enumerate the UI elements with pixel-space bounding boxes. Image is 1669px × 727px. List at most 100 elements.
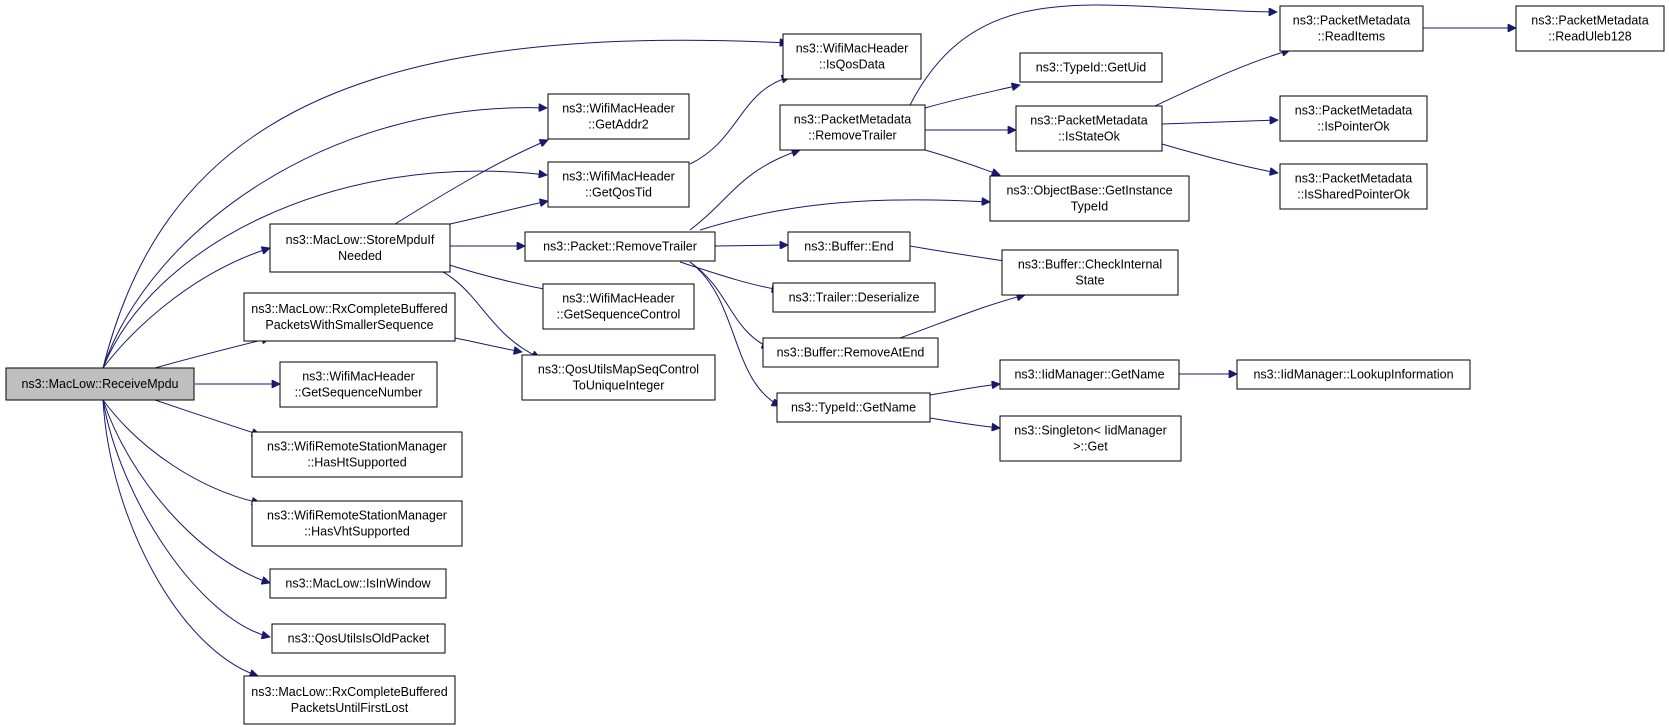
node-box xyxy=(989,175,1190,222)
node-box xyxy=(521,354,716,401)
node-typeid-get-uid[interactable]: ns3::TypeId::GetUid xyxy=(1019,52,1163,83)
node-box xyxy=(999,415,1182,462)
edge-receive-mpdu-to-has-ht xyxy=(154,399,260,435)
edge-metadata-remove-trailer-to-get-uid xyxy=(924,85,1020,109)
node-label: ns3::QosUtilsMapSeqControl xyxy=(538,363,699,377)
node-box xyxy=(1236,359,1471,390)
node-qos-utils-is-old-packet[interactable]: ns3::QosUtilsIsOldPacket xyxy=(271,623,446,654)
node-box xyxy=(1279,95,1428,142)
node-rx-complete-buffered-until-lost[interactable]: ns3::MacLow::RxCompleteBufferedPacketsUn… xyxy=(243,675,456,725)
node-label: ns3::TypeId::GetUid xyxy=(1036,61,1147,75)
node-label: ::ReadItems xyxy=(1318,30,1385,44)
node-label: >::Get xyxy=(1073,440,1108,454)
node-box xyxy=(269,568,447,599)
edge-remove-trailer-to-get-instance-typeid xyxy=(699,200,990,231)
node-box xyxy=(279,361,438,408)
node-label: ::IsSharedPointerOk xyxy=(1297,188,1410,202)
edge-receive-mpdu-to-rx-smaller xyxy=(154,338,270,369)
node-label: ns3::PacketMetadata xyxy=(1293,14,1410,28)
edge-remove-trailer-to-buffer-end xyxy=(714,245,788,246)
node-receive-mpdu[interactable]: ns3::MacLow::ReceiveMpdu xyxy=(5,367,195,401)
node-label: ns3::PacketMetadata xyxy=(1030,114,1147,128)
node-box xyxy=(542,283,695,330)
edge-receive-mpdu-to-get-addr2 xyxy=(102,108,547,369)
node-label: ns3::Trailer::Deserialize xyxy=(789,291,920,305)
node-buffer-remove-at-end[interactable]: ns3::Buffer::RemoveAtEnd xyxy=(762,337,939,368)
node-label: ns3::MacLow::IsInWindow xyxy=(285,577,431,591)
node-box xyxy=(269,223,451,273)
node-label: ::GetQosTid xyxy=(585,186,652,200)
edge-typeid-get-name-to-singleton-get xyxy=(929,417,1000,428)
node-box xyxy=(5,367,195,401)
node-metadata-is-pointer-ok[interactable]: ns3::PacketMetadata::IsPointerOk xyxy=(1279,95,1428,142)
node-get-addr2[interactable]: ns3::WifiMacHeader::GetAddr2 xyxy=(547,93,690,140)
node-label: ns3::IidManager::GetName xyxy=(1014,368,1164,382)
node-qos-utils-map-seq-control[interactable]: ns3::QosUtilsMapSeqControlToUniqueIntege… xyxy=(521,354,716,401)
node-label: ns3::WifiMacHeader xyxy=(562,292,675,306)
edge-metadata-remove-trailer-to-get-instance-typeid xyxy=(924,149,1000,175)
node-label: ::IsPointerOk xyxy=(1317,120,1390,134)
node-label: ns3::Buffer::CheckInternal xyxy=(1018,258,1162,272)
call-nodes: ns3::MacLow::ReceiveMpdu ns3::MacLow::Sto… xyxy=(5,5,1665,725)
node-label: ::IsStateOk xyxy=(1058,130,1121,144)
node-box xyxy=(547,161,690,208)
node-label: ns3::IidManager::LookupInformation xyxy=(1253,368,1453,382)
edge-receive-mpdu-to-is-qos-data xyxy=(102,40,788,369)
node-metadata-is-state-ok[interactable]: ns3::PacketMetadata::IsStateOk xyxy=(1015,105,1163,152)
node-label: ns3::WifiMacHeader xyxy=(562,102,675,116)
node-typeid-get-name[interactable]: ns3::TypeId::GetName xyxy=(776,392,931,423)
node-iid-manager-get-name[interactable]: ns3::IidManager::GetName xyxy=(999,359,1180,390)
node-label: ns3::PacketMetadata xyxy=(1295,104,1412,118)
node-label: State xyxy=(1075,274,1104,288)
node-label: ns3::PacketMetadata xyxy=(794,113,911,127)
node-metadata-read-uleb128[interactable]: ns3::PacketMetadata::ReadUleb128 xyxy=(1515,5,1665,52)
node-box xyxy=(999,359,1180,390)
node-is-qos-data[interactable]: ns3::WifiMacHeader::IsQosData xyxy=(782,33,922,80)
node-label: ns3::MacLow::RxCompleteBuffered xyxy=(251,302,447,316)
node-box xyxy=(243,675,456,725)
node-label: PacketsUntilFirstLost xyxy=(291,701,409,715)
node-label: ns3::TypeId::GetName xyxy=(791,401,916,415)
node-label: ::ReadUleb128 xyxy=(1548,30,1631,44)
node-has-ht-supported[interactable]: ns3::WifiRemoteStationManager::HasHtSupp… xyxy=(251,431,463,478)
node-singleton-iid-manager-get[interactable]: ns3::Singleton< IidManager>::Get xyxy=(999,415,1182,462)
edge-store-mpdu-to-get-addr2 xyxy=(394,140,548,225)
node-get-sequence-number[interactable]: ns3::WifiMacHeader::GetSequenceNumber xyxy=(279,361,438,408)
edge-receive-mpdu-to-store-mpdu xyxy=(102,248,270,369)
call-edges xyxy=(102,4,1516,676)
node-metadata-is-shared-pointer-ok[interactable]: ns3::PacketMetadata::IsSharedPointerOk xyxy=(1279,163,1428,210)
node-box xyxy=(762,337,939,368)
node-label: ns3::Singleton< IidManager xyxy=(1014,424,1167,438)
node-label: ns3::MacLow::RxCompleteBuffered xyxy=(251,685,447,699)
node-box xyxy=(782,33,922,80)
node-label: ns3::WifiRemoteStationManager xyxy=(267,509,447,523)
node-trailer-deserialize[interactable]: ns3::Trailer::Deserialize xyxy=(772,282,936,313)
node-get-qos-tid[interactable]: ns3::WifiMacHeader::GetQosTid xyxy=(547,161,690,208)
node-rx-complete-buffered-smaller[interactable]: ns3::MacLow::RxCompleteBufferedPacketsWi… xyxy=(243,292,456,342)
node-is-in-window[interactable]: ns3::MacLow::IsInWindow xyxy=(269,568,447,599)
node-label: ::HasVhtSupported xyxy=(304,525,410,539)
node-iid-manager-lookup-information[interactable]: ns3::IidManager::LookupInformation xyxy=(1236,359,1471,390)
node-metadata-remove-trailer[interactable]: ns3::PacketMetadata::RemoveTrailer xyxy=(779,104,926,151)
node-buffer-end[interactable]: ns3::Buffer::End xyxy=(787,231,911,262)
node-label: TypeId xyxy=(1071,200,1109,214)
node-has-vht-supported[interactable]: ns3::WifiRemoteStationManager::HasVhtSup… xyxy=(251,500,463,547)
edge-remove-trailer-to-trailer-deserialize xyxy=(679,261,780,290)
node-get-sequence-control[interactable]: ns3::WifiMacHeader::GetSequenceControl xyxy=(542,283,695,330)
edge-receive-mpdu-to-rx-until-lost xyxy=(102,399,258,676)
node-label: ::GetSequenceNumber xyxy=(295,386,423,400)
edge-receive-mpdu-to-has-vht xyxy=(102,399,260,503)
edge-receive-mpdu-to-is-in-window xyxy=(102,399,270,583)
node-packet-remove-trailer[interactable]: ns3::Packet::RemoveTrailer xyxy=(524,231,716,262)
node-box xyxy=(1001,249,1179,296)
node-metadata-read-items[interactable]: ns3::PacketMetadata::ReadItems xyxy=(1279,5,1424,52)
node-box xyxy=(251,500,463,547)
edge-is-state-ok-to-read-items xyxy=(1154,50,1290,107)
node-box xyxy=(243,292,456,342)
node-label: ns3::MacLow::StoreMpduIf xyxy=(286,233,435,247)
edge-rx-smaller-to-map-seq-control xyxy=(454,337,522,352)
